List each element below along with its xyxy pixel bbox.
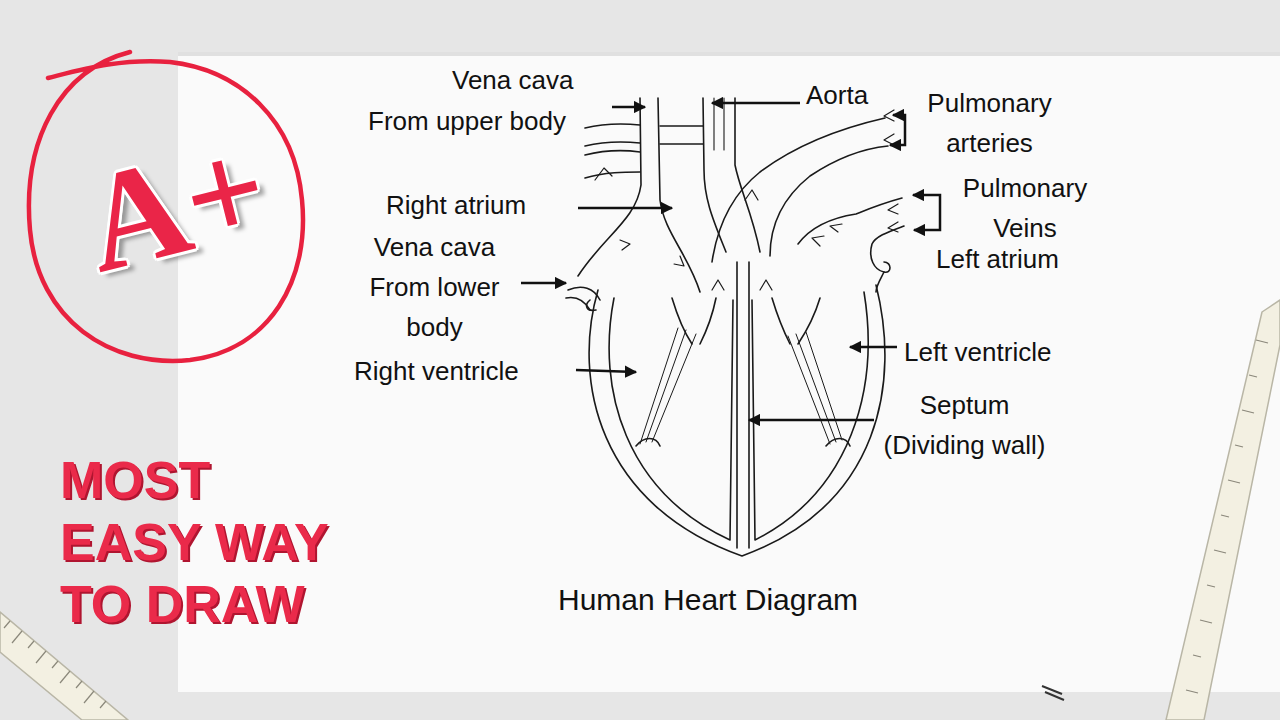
- leader-arrow: [521, 282, 566, 285]
- ruler-tick: [60, 671, 70, 683]
- leader-arrow: [850, 346, 897, 349]
- grade-mark: A+: [71, 115, 280, 295]
- flow-mark: [888, 204, 898, 232]
- left-ventricle-chamber: [752, 292, 868, 540]
- part-label: Left ventricle: [904, 332, 1051, 372]
- part-label: Left atrium: [936, 239, 1059, 279]
- paper-edge: [178, 52, 1280, 56]
- flow-mark: [812, 224, 842, 246]
- ruler-tick: [1242, 410, 1254, 413]
- part-label: From upper body: [368, 101, 566, 141]
- pulmonary-artery: [770, 146, 888, 256]
- aorta-wall: [703, 98, 726, 252]
- grade-circle: [29, 52, 303, 361]
- tricuspid-valve: [672, 298, 716, 344]
- right-atrium-wall: [658, 98, 700, 292]
- septum-wall: [737, 262, 749, 548]
- left-atrium-wall: [871, 226, 904, 272]
- ruler-tick: [84, 691, 94, 703]
- part-label: Right atrium: [386, 185, 526, 225]
- leader-arrow: [749, 419, 874, 422]
- part-label: Aorta: [806, 75, 868, 115]
- ruler-tick: [1256, 340, 1268, 343]
- part-label: Pulmonary Veins: [950, 168, 1100, 248]
- ruler-tick: [1207, 585, 1215, 587]
- leader-arrow: [576, 370, 636, 372]
- ruler-tick: [1235, 445, 1243, 447]
- ruler-tick: [1186, 690, 1198, 693]
- ruler-tick: [1249, 375, 1257, 377]
- vena-cava-lip: [587, 300, 596, 310]
- leader-arrow: [578, 207, 672, 210]
- mitral-valve: [772, 298, 820, 344]
- ruler-tick: [76, 681, 82, 688]
- flow-mark: [712, 190, 772, 290]
- ruler-tick: [1228, 480, 1240, 483]
- ruler-ticks: [4, 621, 106, 708]
- heart-drawing: [566, 98, 904, 556]
- ruler-tick: [1221, 515, 1229, 517]
- aorta-branch: [714, 98, 724, 150]
- chordae-tendineae: [788, 332, 842, 444]
- papillary-muscle: [636, 439, 850, 447]
- leader-bracket: [913, 195, 940, 230]
- left-atrium-wall: [876, 272, 884, 292]
- pulmonary-artery-left: [585, 124, 703, 146]
- promo-text: MOST EASY WAY TO DRAW: [60, 449, 350, 635]
- leader-arrow: [712, 102, 800, 105]
- paper-sheet: [178, 52, 1280, 692]
- diagram-title: Human Heart Diagram: [558, 580, 858, 620]
- pulmonary-artery: [712, 118, 885, 262]
- pencil-marks: [1042, 686, 1064, 700]
- part-label: Right ventricle: [354, 351, 519, 391]
- leader-lines: [521, 103, 940, 420]
- ruler-tick: [100, 701, 106, 708]
- ruler-tick: [52, 661, 58, 668]
- leader-bracket: [890, 115, 905, 145]
- part-label: Vena cava: [452, 60, 573, 100]
- ruler-tick: [36, 651, 46, 663]
- chordae-tendineae: [640, 328, 696, 444]
- ruler-ticks: [1186, 340, 1268, 693]
- part-label: Septum (Dividing wall): [872, 385, 1057, 465]
- pulmonary-vein: [798, 198, 902, 244]
- ruler: [1166, 300, 1280, 720]
- ruler-tick: [1200, 620, 1212, 623]
- ruler-tick: [28, 641, 34, 648]
- flow-mark: [884, 110, 894, 145]
- flow-mark: [620, 240, 684, 266]
- upper-vessel: [585, 151, 640, 178]
- flow-mark: [595, 168, 612, 180]
- vena-cava-lower: [566, 287, 600, 310]
- pencil-mark: [1045, 692, 1064, 700]
- part-label: Vena cava From lower body: [352, 227, 517, 347]
- part-label: Pulmonary arteries: [912, 83, 1067, 163]
- right-ventricle-chamber: [609, 298, 733, 540]
- leader-arrow: [612, 106, 645, 109]
- ruler-tick: [1214, 550, 1226, 553]
- ruler-tick: [12, 631, 22, 643]
- ruler-tick: [1193, 655, 1201, 657]
- ruler-tick: [4, 621, 10, 628]
